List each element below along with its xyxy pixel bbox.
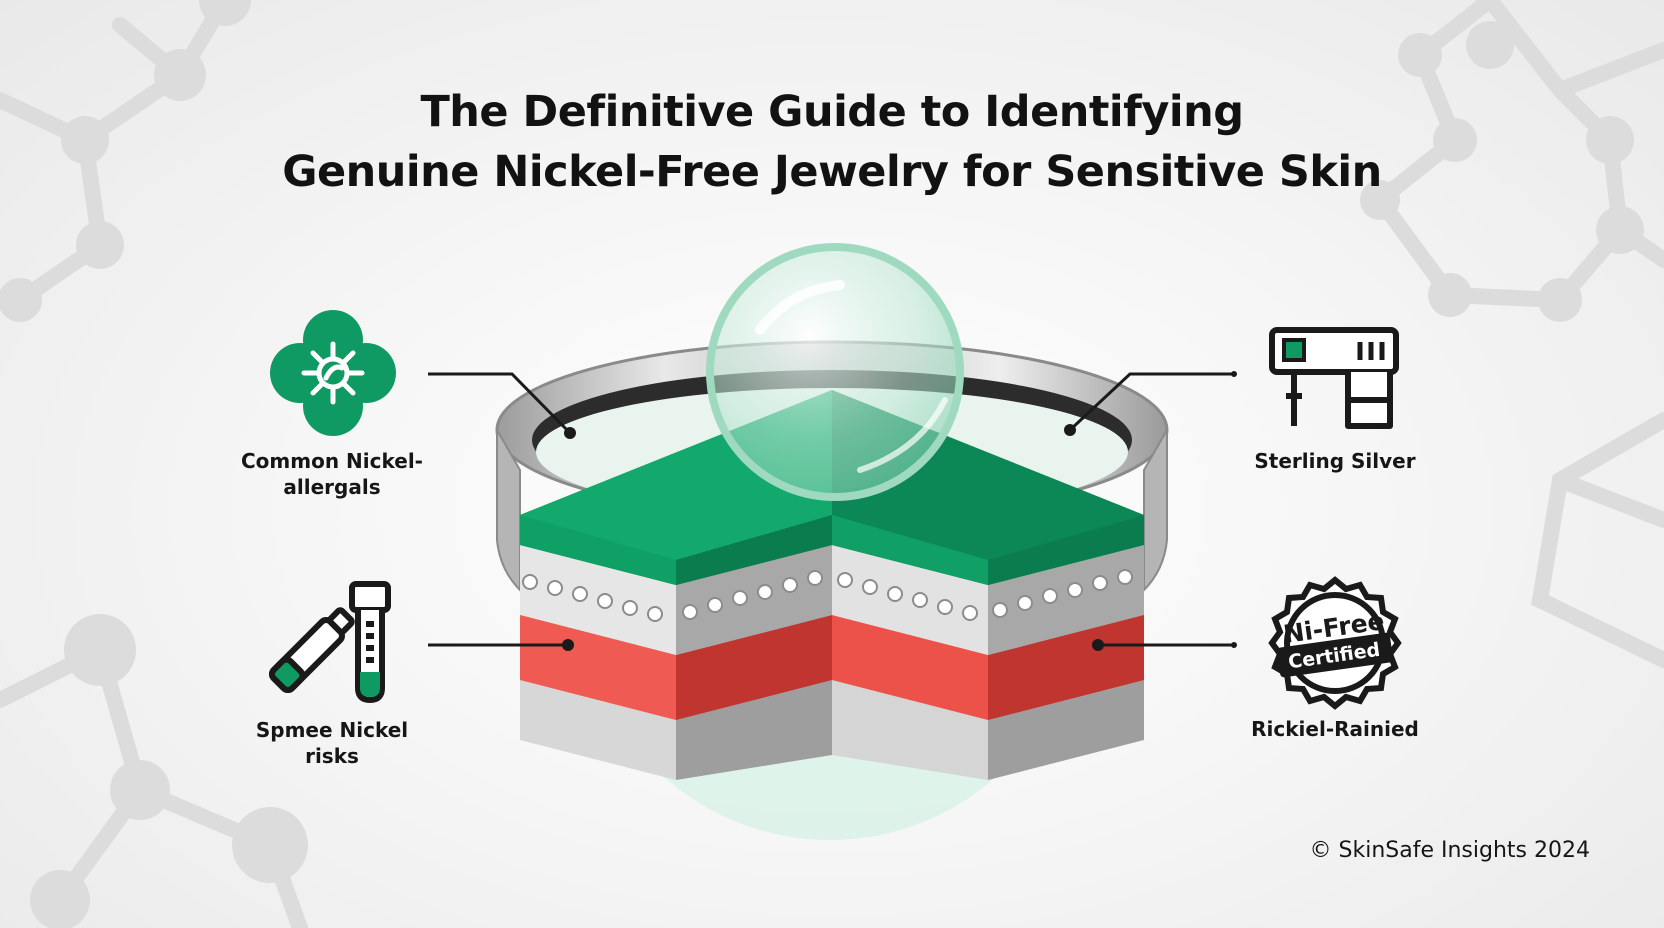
connector-lines: [428, 372, 1234, 647]
title-line-2: Genuine Nickel-Free Jewelry for Sensitiv…: [282, 147, 1382, 197]
label-spmee-nickel-risks: Spmee Nickel risks: [255, 718, 409, 768]
certified-seal-icon: Ni-Free Certified: [1268, 576, 1402, 710]
label-sterling-silver: Sterling Silver: [1254, 449, 1416, 473]
label-rickiel-rainied: Rickiel-Rainied: [1251, 717, 1419, 741]
bead-row: [522, 569, 1133, 622]
germ-icon: [270, 310, 396, 436]
label-common-nickel-allergals: Common Nickel- allergals: [241, 449, 423, 499]
page-title: The Definitive Guide to Identifying Genu…: [0, 82, 1664, 202]
test-tube-icon: [269, 581, 391, 703]
copyright-footer: © SkinSafe Insights 2024: [1309, 838, 1590, 863]
testing-machine-icon: [1269, 327, 1399, 429]
title-line-1: The Definitive Guide to Identifying: [420, 87, 1244, 137]
